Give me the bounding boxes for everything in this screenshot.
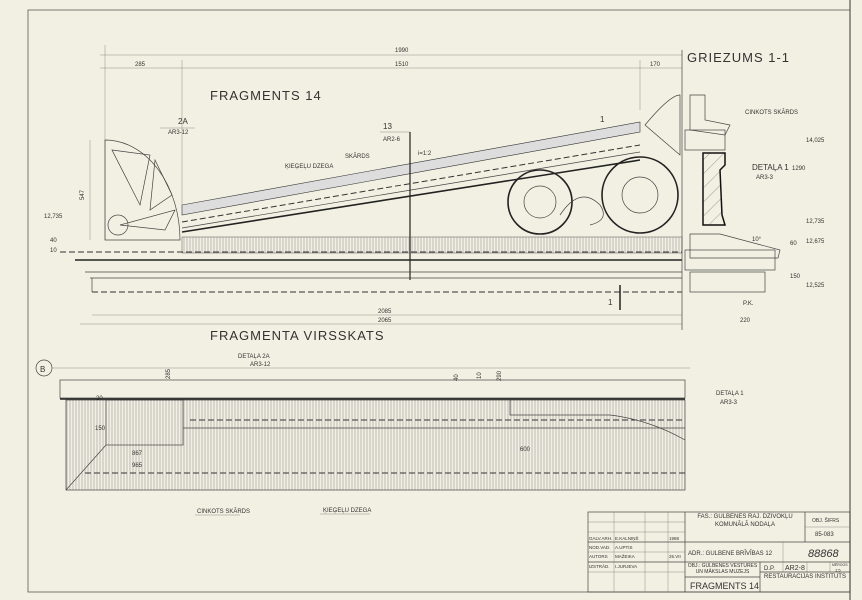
plan-label-kiegelu: ĶIEĢEĻU DZEGA <box>323 508 371 514</box>
section-view: GRIEZUMS 1-1 CINKOTS SKĀRDS DETAĻA 1 AR3… <box>681 50 825 330</box>
dim-right: 170 <box>650 62 661 68</box>
callout-2a-num: 2A <box>178 117 188 126</box>
dim-40: 40 <box>50 238 57 244</box>
label-kiegelu: ĶIEĢEĻU DZEGA <box>285 164 333 170</box>
title-fragment: FRAGMENTS 14 <box>210 88 322 103</box>
axis-b-label: B <box>40 365 45 374</box>
detail-1-name: DETAĻA 1 <box>752 163 789 172</box>
role-2: NOD.VAD. <box>589 545 610 550</box>
role-2-name: A.UPTIS <box>615 545 633 550</box>
elevation-view: 1990 285 1510 170 FRAGMENTS 14 547 12,73… <box>44 45 683 343</box>
detail-1-profile <box>702 152 727 226</box>
dim-section-h: 1290 <box>792 166 806 172</box>
dim-left: 285 <box>135 62 146 68</box>
archive-number: 88868 <box>808 548 839 560</box>
plan-dim-f: 965 <box>132 463 143 469</box>
detail-2a-name: DETAĻA 2A <box>238 354 270 360</box>
detail-1-plan-ref: AR3-3 <box>720 400 738 406</box>
date-2: 25.VII <box>669 554 681 559</box>
plan-view: B DETAĻA 2A AR3-12 DETAĻA 1 AR3-3 285 40… <box>35 354 744 516</box>
institute-name: RESTAURĀCIJAS INSTITŪTS <box>764 574 846 580</box>
section-angle: 10° <box>752 237 762 243</box>
callout-13-num: 13 <box>383 122 392 131</box>
dim-section-w: 220 <box>740 318 751 324</box>
dim-2085: 2085 <box>378 309 392 315</box>
plan-dim-g: 600 <box>520 447 531 453</box>
volute-left <box>507 169 573 235</box>
plan-dim-e: 867 <box>132 451 143 457</box>
object-text: OBJ.: GULBENES VĒSTURES UN MĀKSLAS MUZEJ… <box>687 563 758 575</box>
title-plan: FRAGMENTA VIRSSKATS <box>210 328 385 343</box>
title-section: GRIEZUMS 1-1 <box>687 50 790 65</box>
scale-value: 1:5 <box>835 568 841 573</box>
fan-ornament <box>104 139 181 241</box>
client-text: FAS.: GULBENES RAJ. DZĪVOKĻU KOMUNĀLĀ NO… <box>697 514 793 528</box>
plan-dim-a: 285 <box>166 368 172 379</box>
label-skards: SKĀRDS <box>345 153 370 160</box>
dim-total: 1990 <box>395 48 409 54</box>
cut-mark-bottom: 1 <box>608 298 613 307</box>
level-4: 12,525 <box>806 283 825 289</box>
role-3: AUTORS <box>589 554 608 559</box>
dim-section-b: 150 <box>790 274 801 280</box>
date-1: 1988 <box>669 536 680 541</box>
role-4: IZSTRĀD. <box>589 563 610 569</box>
volute-right <box>601 156 679 234</box>
callout-2a-ref: AR3-12 <box>168 130 189 136</box>
code-label: OBJ. ŠIFRS <box>812 517 840 524</box>
plan-dim-d: 290 <box>497 370 503 381</box>
scale-label: MĒROGS <box>832 563 848 567</box>
role-1: GALV.ARH. <box>589 536 612 541</box>
cut-mark-top: 1 <box>600 115 605 124</box>
sheet-border <box>27 9 851 593</box>
stage-text: D.P. <box>764 566 775 572</box>
dim-section-a: 60 <box>790 241 797 247</box>
label-slope: i=1:2 <box>418 151 432 157</box>
plan-dim-b: 40 <box>454 374 460 381</box>
role-1-name: E.KALNIŅŠ <box>615 535 639 541</box>
code-value: 85-083 <box>815 532 834 538</box>
label-cinkots: CINKOTS SKĀRDS <box>745 109 798 116</box>
roof-slope <box>181 121 641 216</box>
callout-13-ref: AR2-6 <box>383 137 401 143</box>
detail-1-plan-name: DETAĻA 1 <box>716 391 744 397</box>
dim-fan-height: 547 <box>80 189 86 200</box>
level-left: 12,735 <box>44 214 63 220</box>
plan-dim-i: 150 <box>95 426 106 432</box>
shell-ornament <box>644 94 681 156</box>
plan-dim-c: 10 <box>477 372 483 379</box>
level-3: 12,675 <box>806 239 825 245</box>
dim-mid: 1510 <box>395 62 409 68</box>
detail-1-ref: AR3-3 <box>756 175 774 181</box>
level-2: 12,735 <box>806 219 825 225</box>
dim-10: 10 <box>50 248 57 254</box>
detail-2a-ref: AR3-12 <box>250 362 271 368</box>
role-4-name: I.JURJEVA <box>615 564 637 569</box>
title-block: GALV.ARH. E.KALNIŅŠ NOD.VAD. A.UPTIS AUT… <box>587 511 851 593</box>
plan-label-cinkots: CINKOTS SKĀRDS <box>197 508 250 515</box>
role-3-name: MAŽEIKA <box>615 552 635 559</box>
address-text: ADR.: GULBENE BRĪVĪBAS 12 <box>688 550 773 557</box>
drawing-title: FRAGMENTS 14 <box>690 581 759 591</box>
cornice-frieze <box>181 236 683 254</box>
dim-2065: 2065 <box>378 318 392 324</box>
plan-dim-h: 20 <box>96 396 103 402</box>
section-pk: P.K. <box>743 301 754 307</box>
level-1: 14,025 <box>806 138 825 144</box>
sheet-number: AR2-8 <box>785 565 805 572</box>
